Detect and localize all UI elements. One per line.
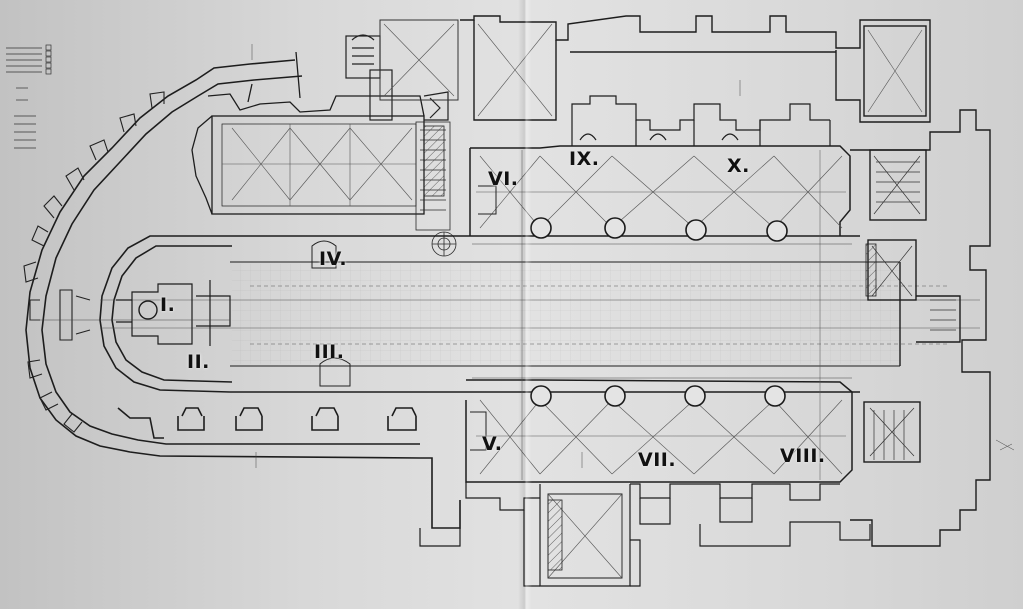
north-chapels xyxy=(571,95,831,146)
nave-piers xyxy=(530,217,788,407)
choir-altar xyxy=(116,280,231,346)
zone-label-x: X. xyxy=(727,155,750,177)
zone-label-iv: IV. xyxy=(319,248,348,270)
zone-label-v: V. xyxy=(482,433,503,455)
north-choir-vaults xyxy=(222,124,416,206)
zone-label-iii: III. xyxy=(314,341,345,363)
zone-label-i: I. xyxy=(160,294,176,316)
north-aisle-vaults xyxy=(476,155,846,229)
south-chapels xyxy=(419,482,871,587)
nave-outline xyxy=(230,145,900,483)
nave-axis-lines xyxy=(100,150,980,480)
nave-floor-grid xyxy=(232,264,900,364)
hatched-walls xyxy=(423,125,877,571)
zone-label-viii: VIII. xyxy=(780,445,826,467)
zone-label-ii: II. xyxy=(187,351,210,373)
legend-key xyxy=(6,44,52,149)
north-choir-block xyxy=(191,51,425,215)
dimension-lines xyxy=(30,44,1015,468)
tower-vaults xyxy=(379,19,923,117)
zone-label-ix: IX. xyxy=(569,148,600,170)
zone-label-vii: VII. xyxy=(638,449,677,471)
west-towers-detail xyxy=(869,155,956,460)
page-fold xyxy=(518,0,532,609)
choir-furniture xyxy=(311,185,497,451)
south-aisle-vaults xyxy=(476,399,846,475)
stair-tower xyxy=(345,34,449,121)
north-tower-blocks xyxy=(460,15,931,123)
zone-label-vi: VI. xyxy=(488,168,519,190)
apse-buttresses xyxy=(23,91,165,433)
